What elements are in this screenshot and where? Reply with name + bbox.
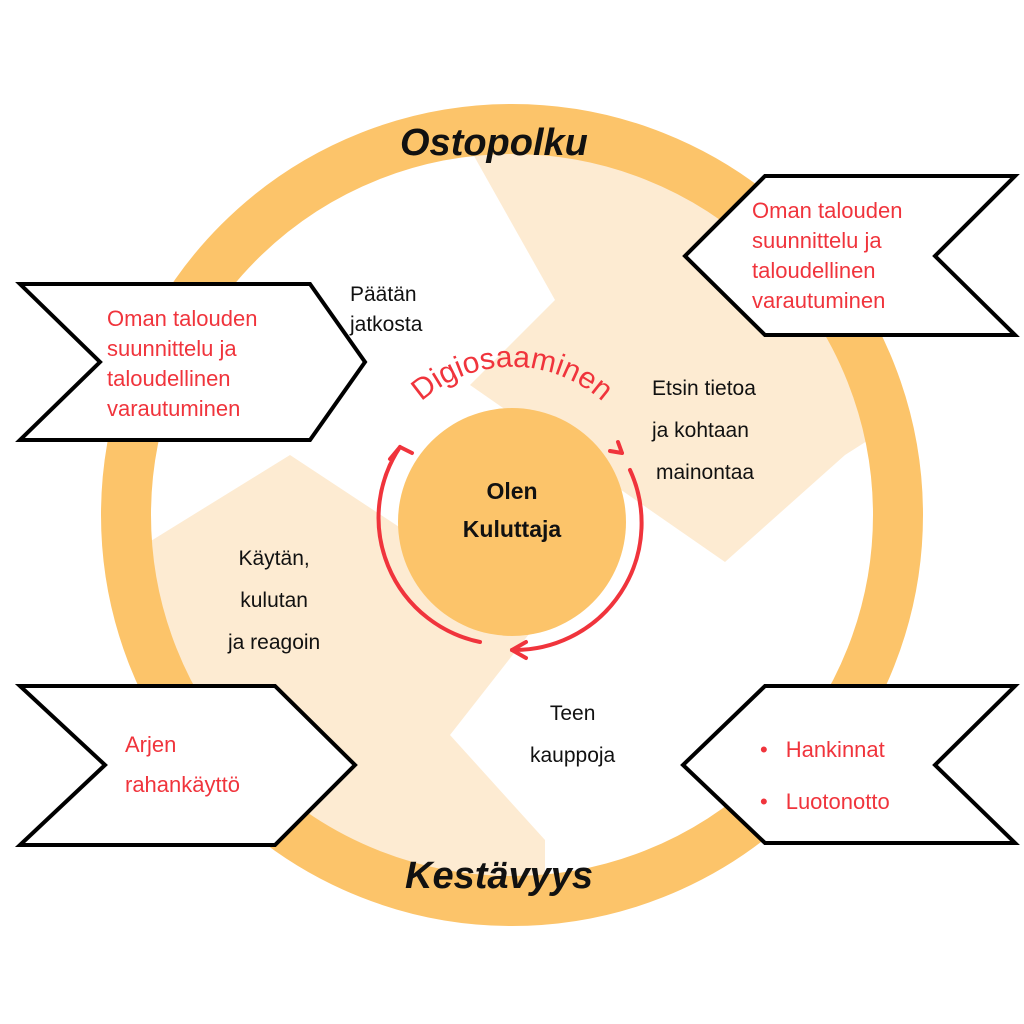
box-top-left-text: Oman talouden suunnittelu ja taloudellin… [107,304,257,424]
center-label: Olen Kuluttaja [412,472,612,548]
stage-text: Päätän [350,283,417,306]
center-circle [398,408,626,636]
stage-search: Etsin tietoa ja kohtaan mainontaa [652,368,756,494]
box-top-left-shape [15,282,368,442]
box-line: varautuminen [107,396,241,421]
box-bottom-left-text: Arjen rahankäyttö [125,725,240,805]
stage-text: Etsin tietoa [652,377,756,400]
stage-text: Teen [549,702,596,725]
stage-buy: Teen kauppoja [530,693,615,777]
box-bottom-left-shape [14,684,358,847]
box-bottom-right-list: Hankinnat Luotonotto [760,724,890,828]
box-line: Oman talouden [107,306,258,331]
box-line: varautuminen [752,288,886,313]
box-line: Oman talouden [752,198,903,223]
center-line-2: Kuluttaja [462,516,562,542]
title-kestavyys: Kestävyys [405,855,594,897]
box-line: suunnittelu ja [107,336,237,361]
cycle-arrows [376,440,644,660]
stage-use: Käytän, kulutan ja reagoin [228,538,320,664]
box-line: rahankäyttö [125,772,240,797]
stage-text: kauppoja [530,744,616,767]
box-line: taloudellinen [107,366,231,391]
box-line: suunnittelu ja [752,228,882,253]
box-line: taloudellinen [752,258,876,283]
stage-text: Käytän, [238,547,310,570]
stage-text: ja reagoin [228,631,321,654]
stage-text: mainontaa [656,461,755,484]
box-top-right-text: Oman talouden suunnittelu ja taloudellin… [752,196,902,316]
box-line: Arjen [125,732,177,757]
list-item: Hankinnat [760,724,890,776]
stage-text: kulutan [240,589,308,612]
box-top-right-shape [682,174,1020,337]
center-line-1: Olen [486,478,538,504]
outer-ring [101,104,923,926]
stage-text: ja kohtaan [652,419,749,442]
title-ostopolku: Ostopolku [400,122,588,164]
list-item: Luotonotto [760,776,890,828]
stage-text: jatkosta [350,313,423,336]
stage-decide: Päätän jatkosta [350,280,422,340]
